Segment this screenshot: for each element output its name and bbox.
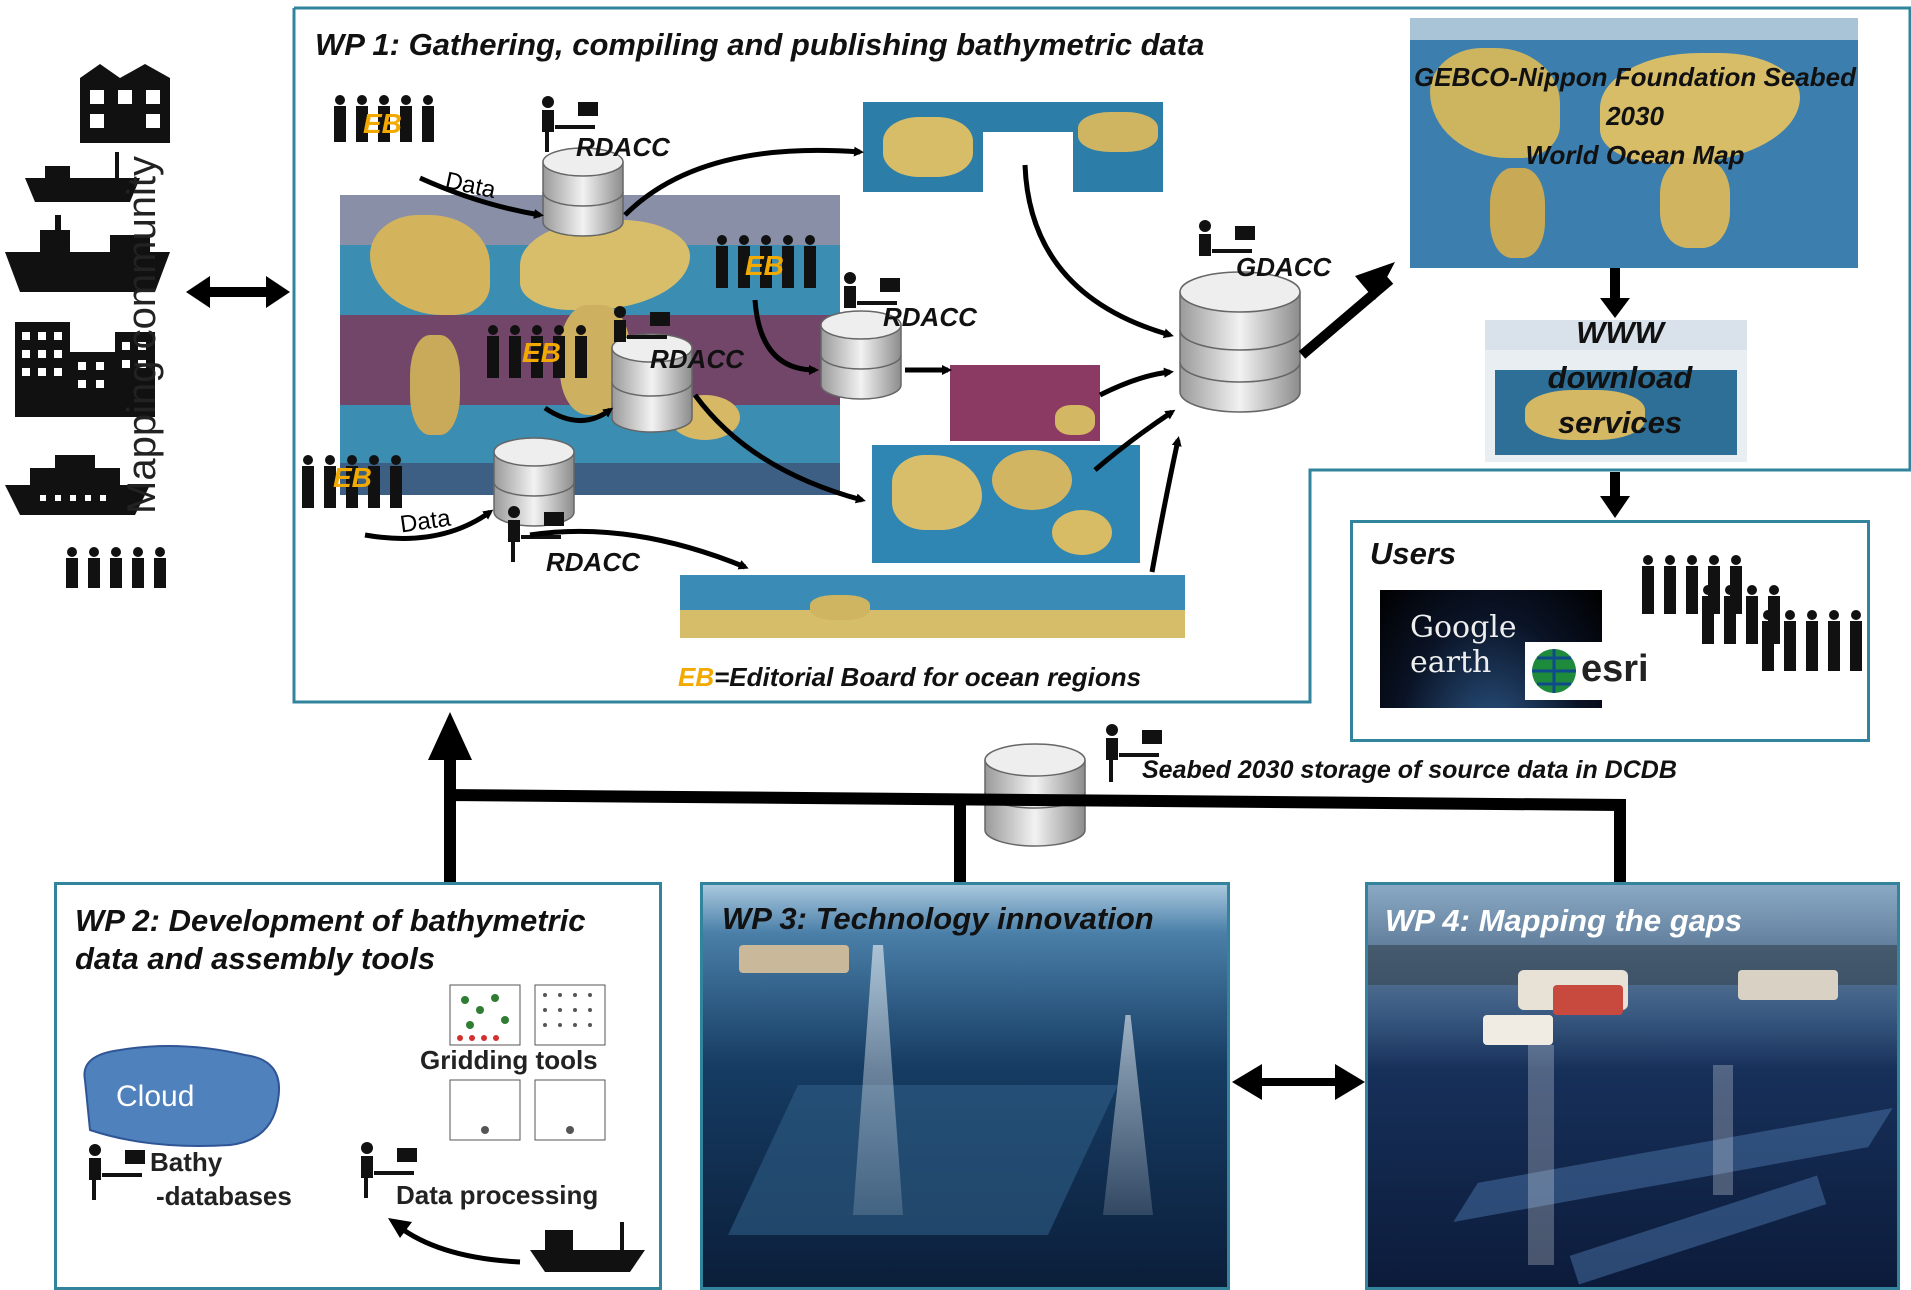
bathy-label: Bathy -databases: [150, 1145, 292, 1213]
wp4-box: [1365, 882, 1900, 1290]
dcdb-label: Seabed 2030 storage of source data in DC…: [1142, 756, 1677, 784]
eb-legend-key: EB: [678, 662, 715, 692]
wp2-title-line1: WP 2: Development of bathymetric: [75, 903, 586, 938]
rdacc-label-3: RDACC: [883, 302, 977, 332]
google-earth-logo: Google earth: [1380, 590, 1602, 708]
bathy-line1: Bathy: [150, 1147, 223, 1177]
eb-legend-text: =Editorial Board for ocean regions: [714, 662, 1142, 692]
www-line1: WWW: [1576, 315, 1664, 350]
eb-label-1: EB: [363, 108, 402, 139]
bathy-line2: -databases: [156, 1181, 292, 1211]
wp2-title: WP 2: Development of bathymetric data an…: [75, 902, 585, 978]
www-line3: services: [1557, 405, 1683, 440]
esri-logo: esri: [1525, 642, 1665, 700]
world-map-title-line3: World Ocean Map: [1525, 140, 1745, 170]
eb-label-2: EB: [745, 250, 784, 281]
building-icon: [5, 64, 170, 588]
globe-icon: [1532, 649, 1576, 693]
wp3-box: [700, 882, 1230, 1290]
eb-legend: EB=Editorial Board for ocean regions: [678, 662, 1141, 693]
central-world-map: [340, 195, 840, 495]
world-map-title: GEBCO-Nippon Foundation Seabed 2030 Worl…: [1405, 58, 1865, 175]
people-icon: [66, 547, 166, 588]
data-processing-label: Data processing: [396, 1180, 599, 1210]
wp1-title: WP 1: Gathering, compiling and publishin…: [315, 27, 1205, 62]
wp4-title: WP 4: Mapping the gaps: [1385, 903, 1743, 938]
www-services-label: WWW download services: [1505, 310, 1735, 445]
gridding-label: Gridding tools: [420, 1045, 598, 1075]
arctic-map: [863, 102, 1163, 192]
indian-ocean-map: [872, 445, 1140, 563]
rdacc-label-1: RDACC: [576, 132, 670, 162]
www-screenshot: [1485, 320, 1747, 462]
mapping-community-label: Mapping community: [120, 156, 164, 514]
mapping-community-icons: [0, 30, 180, 590]
data-label-2: Data: [398, 504, 453, 539]
pacific-map: [950, 365, 1100, 441]
world-map-title-line1: GEBCO-Nippon Foundation Seabed: [1414, 62, 1856, 92]
ship-icon: [739, 945, 849, 973]
rdacc-label-2: RDACC: [650, 344, 744, 374]
wp3-title: WP 3: Technology innovation: [722, 901, 1154, 936]
world-map-title-line2: 2030: [1606, 101, 1664, 131]
eb-label-4: EB: [333, 462, 372, 493]
eb-label-3: EB: [522, 337, 561, 368]
gdacc-label: GDACC: [1236, 252, 1332, 282]
google-earth-text: Google earth: [1410, 610, 1517, 680]
esri-text: esri: [1581, 648, 1649, 690]
www-line2: download: [1547, 360, 1693, 395]
southern-ocean-map: [680, 575, 1185, 638]
wp2-title-line2: data and assembly tools: [75, 941, 436, 976]
cloud-label: Cloud: [116, 1080, 195, 1113]
rdacc-label-4: RDACC: [546, 547, 640, 577]
users-title: Users: [1370, 536, 1457, 571]
world-ocean-map: [1410, 18, 1858, 268]
